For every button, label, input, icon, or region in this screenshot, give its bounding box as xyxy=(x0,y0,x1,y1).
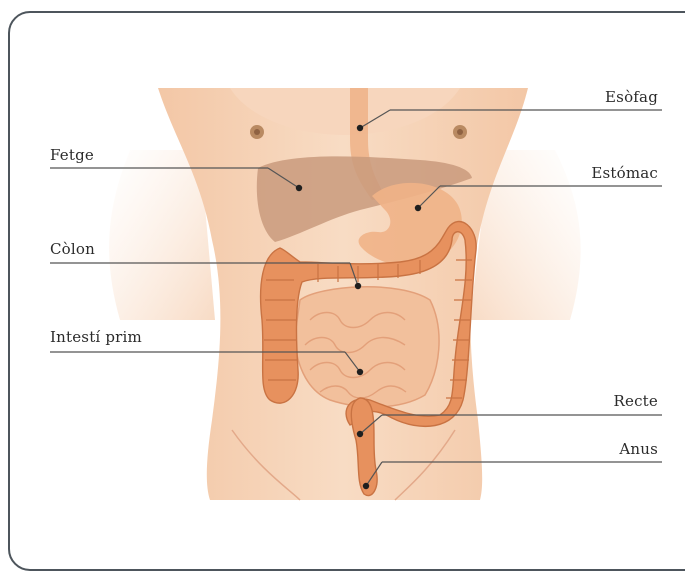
label-colon: Còlon xyxy=(50,240,95,258)
label-anus: Anus xyxy=(619,440,658,458)
label-fetge: Fetge xyxy=(50,146,94,164)
label-intesti-prim: Intestí prim xyxy=(50,328,142,346)
nipple-right xyxy=(453,125,467,139)
small-intestine xyxy=(295,287,439,407)
nipple-left xyxy=(250,125,264,139)
label-recte: Recte xyxy=(614,392,658,410)
label-esofag: Esòfag xyxy=(605,88,658,106)
label-estomac: Estómac xyxy=(591,164,658,182)
digestive-system-illustration xyxy=(0,0,685,538)
